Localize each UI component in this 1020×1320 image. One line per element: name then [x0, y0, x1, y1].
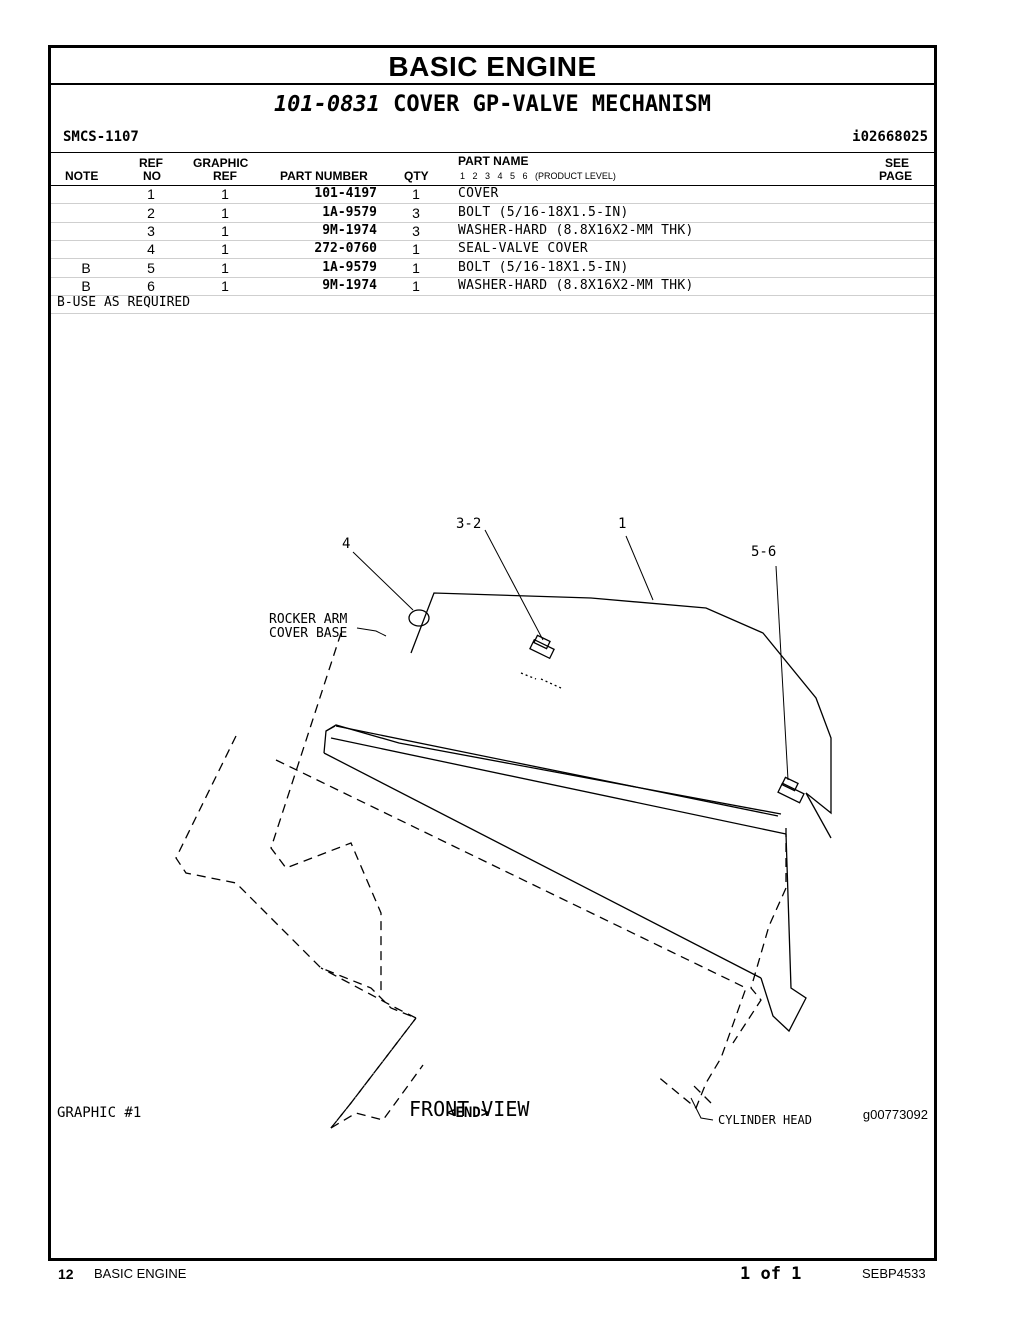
label-front-view: FRONT VIEW: [409, 1097, 530, 1121]
bolt-washer-5-6: [777, 776, 805, 804]
row-ref: 1: [147, 186, 155, 202]
section-title: BASIC ENGINE: [51, 48, 934, 85]
row-ref: 5: [147, 260, 155, 276]
header-product-levels: 1 2 3 4 5 6 (PRODUCT LEVEL): [460, 171, 616, 181]
graphic-id: g00773092: [862, 1107, 928, 1122]
callout-leaders: [352, 529, 789, 1121]
cylinder-head-outline: [175, 632, 787, 1129]
row-graphic-ref: 1: [221, 241, 229, 257]
table-row: 4 1 272-0760 1 SEAL-VALVE COVER: [51, 240, 934, 259]
header-note: NOTE: [65, 169, 99, 183]
valve-cover-edge: [805, 792, 832, 839]
row-part-number: 9M-1974: [322, 278, 377, 293]
row-qty: 1: [412, 260, 420, 276]
header-part-number: PART NUMBER: [280, 169, 368, 183]
footer-page-of: 1 of 1: [740, 1264, 802, 1284]
row-graphic-ref: 1: [221, 278, 229, 294]
row-ref: 2: [147, 205, 155, 221]
row-part-number: 1A-9579: [322, 205, 377, 220]
footer-doc-number: SEBP4533: [862, 1266, 926, 1281]
table-row: B 6 1 9M-1974 1 WASHER-HARD (8.8X16X2-MM…: [51, 277, 934, 296]
row-part-name: WASHER-HARD (8.8X16X2-MM THK): [458, 278, 694, 293]
row-graphic-ref: 1: [221, 260, 229, 276]
smcs-code: SMCS-1107: [63, 129, 139, 145]
footer-section: BASIC ENGINE: [94, 1266, 187, 1281]
parts-table-header: NOTE REF NO GRAPHIC REF PART NUMBER QTY …: [51, 152, 934, 186]
callout-3-2: 3-2: [456, 516, 481, 532]
row-note: B: [81, 278, 91, 294]
graphic-label: GRAPHIC #1: [57, 1105, 142, 1121]
illustration-id: i02668025: [852, 129, 928, 145]
row-part-number: 272-0760: [314, 241, 377, 256]
callout-1: 1: [618, 516, 626, 532]
row-graphic-ref: 1: [221, 186, 229, 202]
label-cylinder-head: CYLINDER HEAD: [718, 1113, 812, 1127]
callout-5-6: 5-6: [751, 544, 776, 560]
valve-cover-body: [410, 592, 832, 815]
row-part-number: 101-4197: [314, 186, 377, 201]
seal-ring: [408, 609, 430, 627]
group-name: COVER GP-VALVE MECHANISM: [393, 92, 712, 117]
row-part-name: COVER: [458, 186, 499, 201]
page-frame: BASIC ENGINE 101-0831 COVER GP-VALVE MEC…: [48, 45, 937, 1261]
row-qty: 3: [412, 205, 420, 221]
cover-base-rail: [323, 724, 807, 1033]
end-label: <END>: [447, 1105, 490, 1121]
row-part-name: BOLT (5/16-18X1.5-IN): [458, 260, 629, 275]
footer-page-number: 12: [58, 1266, 74, 1282]
header-see-top: SEE: [885, 156, 910, 170]
row-part-number: 9M-1974: [322, 223, 377, 238]
header-see-bottom: PAGE: [879, 169, 913, 183]
row-note: B: [81, 260, 91, 276]
header-ref-top: REF: [139, 156, 163, 170]
header-graphic-bottom: REF: [213, 169, 237, 183]
table-row: 1 1 101-4197 1 COVER: [51, 185, 934, 204]
group-number: 101-0831: [273, 92, 380, 117]
exploded-view-drawing: 4 3-2 1 5-6 ROCKER ARM COVER BASE FRONT …: [175, 516, 832, 1129]
row-qty: 1: [412, 278, 420, 294]
row-ref: 4: [147, 241, 155, 257]
row-graphic-ref: 1: [221, 205, 229, 221]
row-part-name: BOLT (5/16-18X1.5-IN): [458, 205, 629, 220]
callout-4: 4: [342, 536, 350, 552]
divider: [51, 313, 934, 314]
row-part-name: WASHER-HARD (8.8X16X2-MM THK): [458, 223, 694, 238]
table-row: 3 1 9M-1974 3 WASHER-HARD (8.8X16X2-MM T…: [51, 222, 934, 241]
table-row: B 5 1 1A-9579 1 BOLT (5/16-18X1.5-IN): [51, 259, 934, 278]
row-graphic-ref: 1: [221, 223, 229, 239]
row-part-name: SEAL-VALVE COVER: [458, 241, 589, 256]
header-graphic-top: GRAPHIC: [193, 156, 249, 170]
row-ref: 3: [147, 223, 155, 239]
header-ref-bottom: NO: [143, 169, 161, 183]
header-part-name: PART NAME: [458, 154, 529, 168]
row-qty: 1: [412, 241, 420, 257]
row-part-number: 1A-9579: [322, 260, 377, 275]
row-ref: 6: [147, 278, 155, 294]
row-qty: 3: [412, 223, 420, 239]
header-qty: QTY: [404, 169, 429, 183]
bolt-washer-3-2: [520, 634, 562, 689]
row-qty: 1: [412, 186, 420, 202]
label-cover-base: COVER BASE: [269, 626, 347, 641]
label-rocker-arm: ROCKER ARM: [269, 612, 347, 627]
group-title: 101-0831 COVER GP-VALVE MECHANISM: [51, 92, 934, 117]
table-row: 2 1 1A-9579 3 BOLT (5/16-18X1.5-IN): [51, 204, 934, 223]
usage-note: B-USE AS REQUIRED: [57, 295, 191, 310]
